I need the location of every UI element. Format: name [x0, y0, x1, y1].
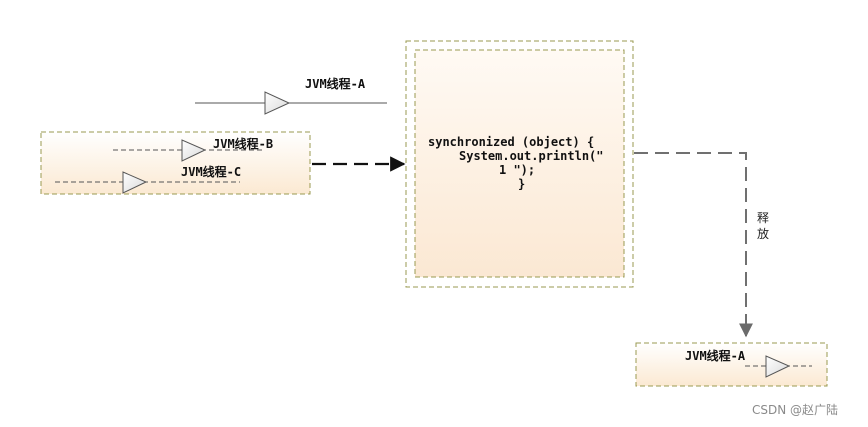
thread-a-triangle-icon [264, 91, 291, 115]
release-arrow [634, 152, 753, 338]
thread-a-label: JVM线程-A [305, 76, 366, 91]
release-label-bg [752, 208, 774, 242]
thread-b-triangle-icon [181, 139, 207, 162]
waiting-threads-box: JVM线程-B JVM线程-C [40, 131, 311, 195]
release-label-char-1: 释 [757, 211, 769, 225]
released-box-border [635, 342, 828, 387]
synchronized-block: synchronized (object) { System.out.print… [405, 40, 634, 288]
code-line-3: 1 "); [499, 163, 535, 177]
code-line-2: System.out.println(" [459, 149, 604, 163]
thread-c-triangle-icon [122, 171, 148, 194]
release-label-char-2: 放 [757, 226, 769, 241]
released-thread-triangle-icon [765, 355, 791, 378]
sync-inner-border [414, 49, 625, 278]
watermark-text: CSDN @赵广陆 [752, 402, 838, 417]
waiting-box-border [40, 131, 311, 195]
thread-c-label: JVM线程-C [181, 164, 241, 179]
released-thread-box: JVM线程-A [635, 342, 828, 387]
code-line-4: } [518, 177, 525, 191]
code-line-1: synchronized (object) { [428, 135, 594, 149]
released-thread-label: JVM线程-A [685, 348, 746, 363]
thread-a-entering: JVM线程-A [195, 76, 387, 115]
thread-b-label: JVM线程-B [213, 136, 273, 151]
